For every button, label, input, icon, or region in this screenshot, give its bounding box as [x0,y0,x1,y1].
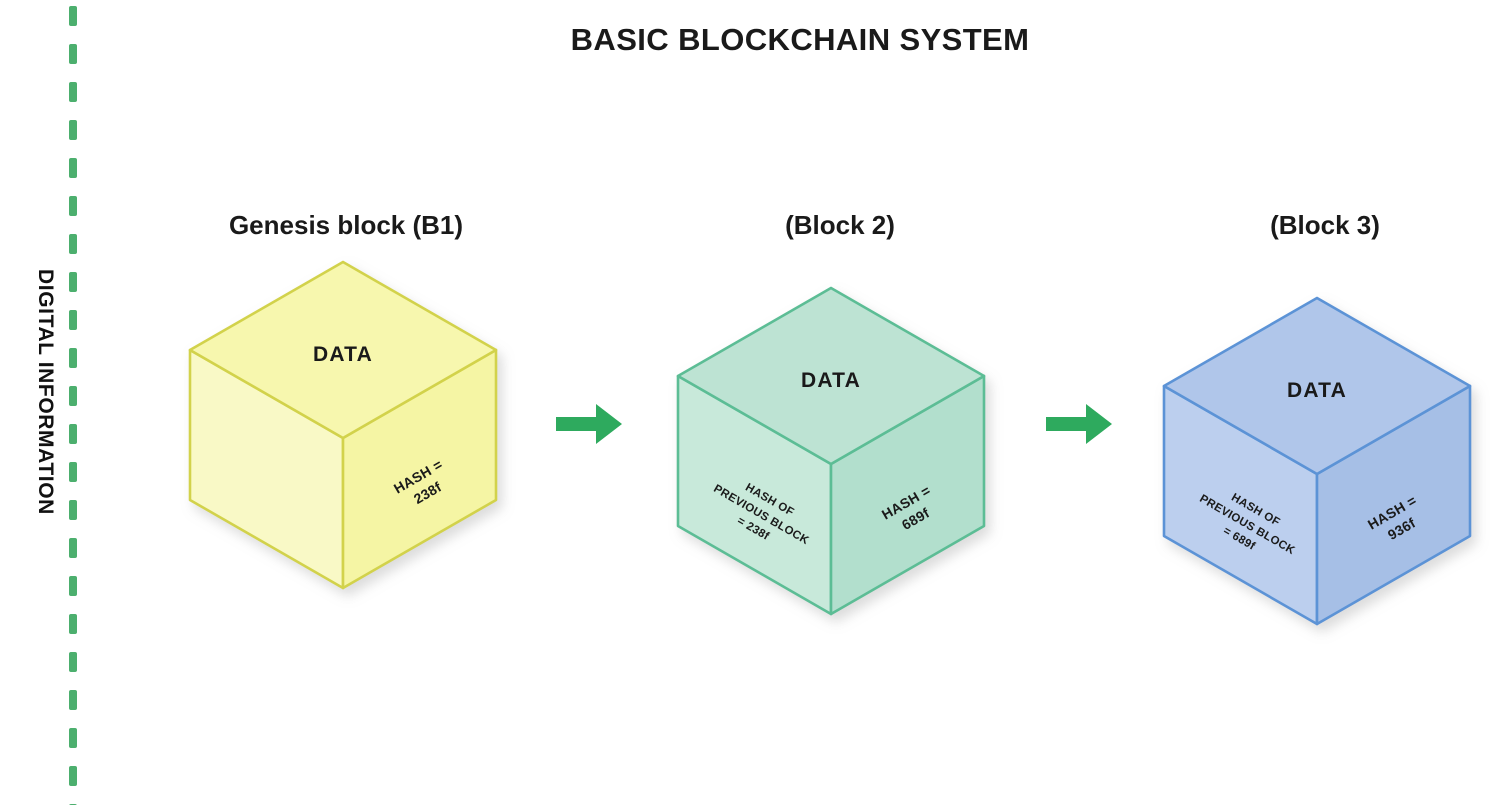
page-title: BASIC BLOCKCHAIN SYSTEM [570,22,1030,57]
divider-dash [69,386,77,406]
divider-dash [69,500,77,520]
divider-dash [69,424,77,444]
divider-dash [69,728,77,748]
divider-dash [69,82,77,102]
cube-face-top [1162,296,1472,476]
divider-dash [69,462,77,482]
divider-dash [69,766,77,786]
cube-face-top [676,286,986,466]
divider-dash [69,614,77,634]
block-label-3: (Block 3) [1270,210,1380,240]
divider-dash [69,196,77,216]
divider-dash [69,272,77,292]
divider-dash [69,690,77,710]
divider-dash [69,348,77,368]
arrow-block1-to-block2 [556,404,622,444]
divider-dash [69,158,77,178]
block-label-2: (Block 2) [785,210,895,240]
arrow-block2-to-block3 [1046,404,1112,444]
divider-dash [69,234,77,254]
cube-face-top [188,260,498,440]
divider-dash [69,576,77,596]
block-label-1: Genesis block (B1) [228,210,464,240]
divider-dash [69,538,77,558]
divider-dash [69,120,77,140]
digital-information-label: DIGITAL INFORMATION [34,269,57,515]
digital-information-divider [69,0,77,805]
divider-dash [69,652,77,672]
divider-dash [69,44,77,64]
divider-dash [69,310,77,330]
divider-dash [69,6,77,26]
